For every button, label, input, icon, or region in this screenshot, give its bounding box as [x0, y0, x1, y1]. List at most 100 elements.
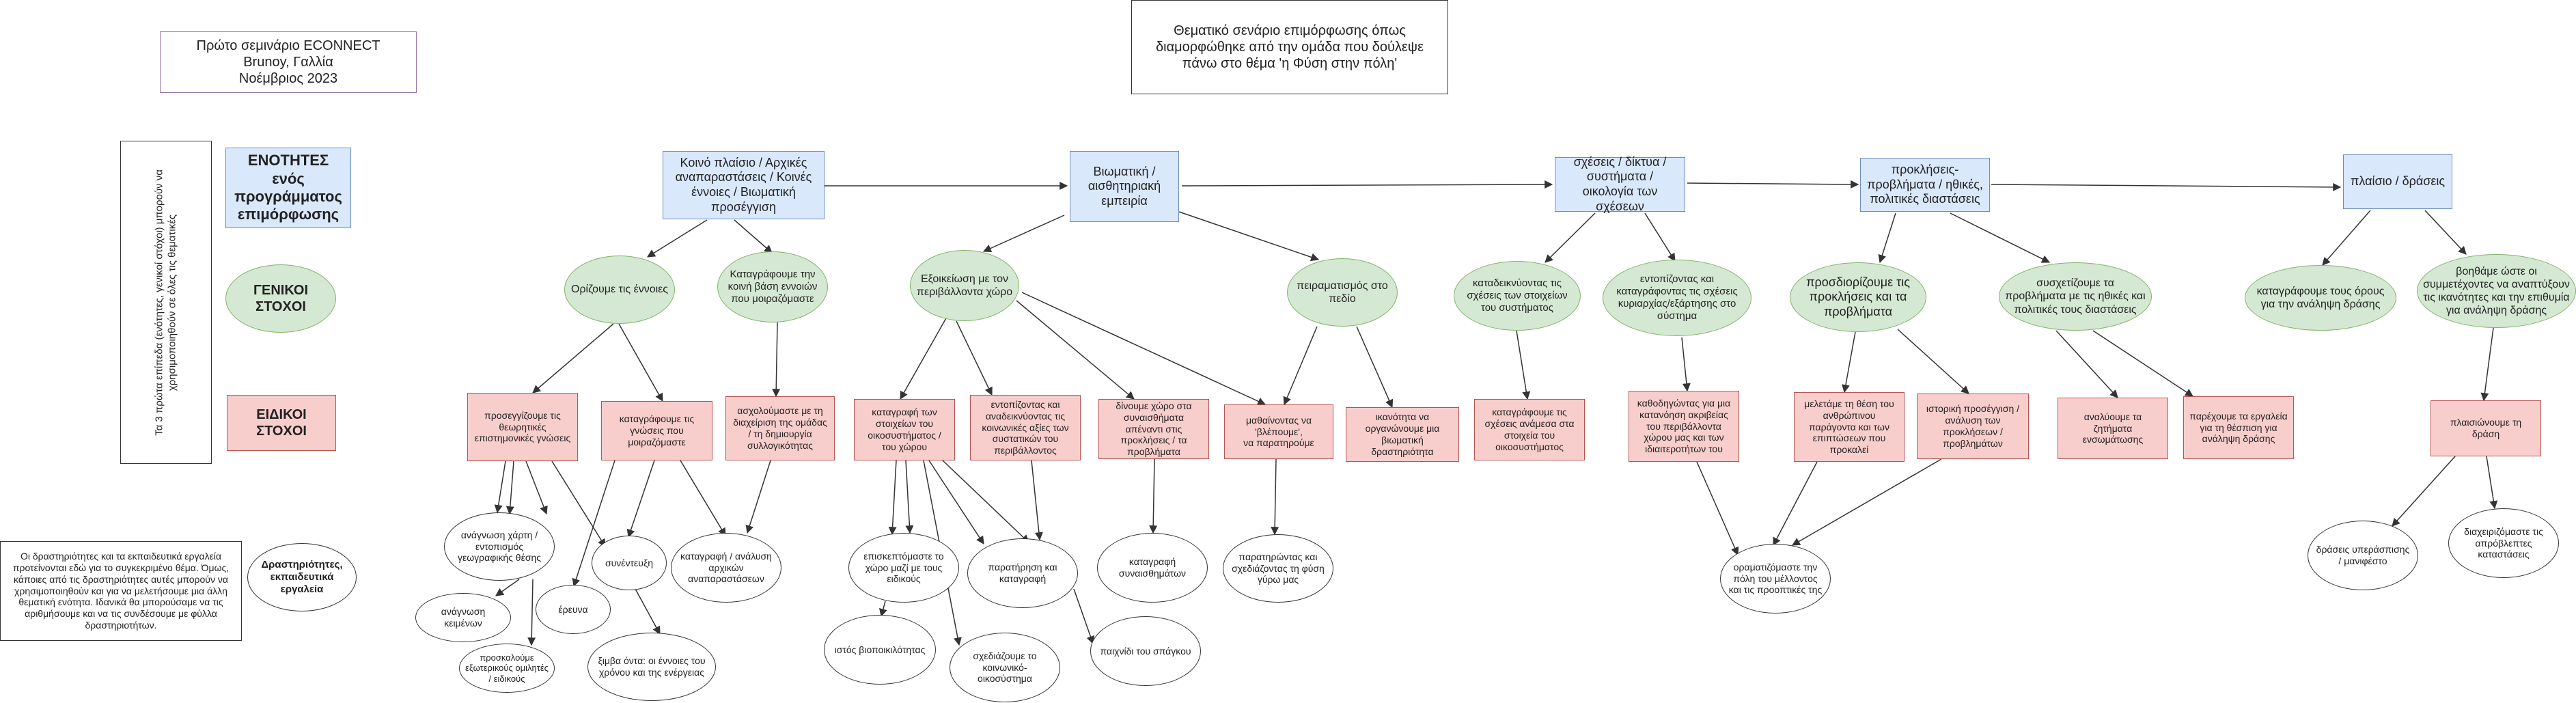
- connector-arrow: [772, 322, 781, 398]
- activity-string-game: παιχνίδι του σπάγκου: [1090, 616, 1201, 686]
- connector-arrow: [928, 460, 984, 545]
- legend-modules: ΕΝΟΤΗΤΕΣ ενός προγράμματος επιμόρφωσης: [225, 148, 351, 228]
- goal-ethical-political: συσχετίζουμε τα προβλήματα με τις ηθικές…: [1999, 262, 2152, 331]
- specific-integration-issues: αναλύουμε τα ζητήματα ενσωμάτωσης: [2058, 398, 2168, 459]
- connector-arrow: [1181, 180, 1553, 189]
- connector-arrow: [1842, 331, 1856, 394]
- connector-arrow: [525, 460, 548, 515]
- connector-arrow: [1897, 329, 1969, 394]
- specific-action-tools: παρέχουμε τα εργαλεία για τη θέσπιση για…: [2183, 396, 2294, 459]
- legend-activities: Δραστηριότητες, εκπαιδευτικά εργαλεία: [247, 543, 357, 611]
- connector-arrow: [942, 460, 1029, 543]
- connector-arrow: [982, 215, 1065, 253]
- connector-arrow: [1271, 458, 1279, 536]
- connector-arrow: [1878, 212, 1896, 264]
- legend-activities-note: Οι δραστηριότητες και τα εκπαιδευτικά ερ…: [0, 541, 242, 641]
- connector-arrow: [2092, 330, 2194, 397]
- specific-frame-action: πλαισιώνουμε τη δράση: [2430, 400, 2541, 456]
- specific-historical-approach: ιστορική προσέγγιση / ανάλυση των προκλή…: [1917, 394, 2029, 459]
- activity-unexpected-situations: διαχειριζόμαστε τις απρόβλεπτες καταστάσ…: [2448, 508, 2559, 578]
- connector-arrow: [527, 579, 536, 646]
- goal-define-concepts: Ορίζουμε τις έννοιες: [564, 256, 675, 324]
- connector-arrow: [1031, 460, 1043, 541]
- activity-nature-drawing: παρατηρώντας και σχεδιάζοντας τη φύση γύ…: [1223, 534, 1333, 603]
- connector-arrow: [734, 219, 773, 253]
- activity-interview: συνέντευξη: [592, 536, 667, 590]
- connector-arrow: [2480, 327, 2494, 402]
- legend-vertical-note: Τα 3 πρώτα επίπεδα (ενότητες, γενικοί στ…: [120, 141, 212, 464]
- connector-arrow: [1791, 458, 1942, 546]
- goal-develop-capabilities: βοηθάμε ώστε οι συμμετέχοντες να αναπτύξ…: [2417, 254, 2576, 328]
- legend-general-goals: ΓΕΝΙΚΟΙ ΣΤΟΧΟΙ: [225, 264, 336, 333]
- specific-group-management: ασχολούμαστε με τη διαχείριση της ομάδας…: [725, 396, 835, 460]
- goal-common-concepts: Καταγράφουμε την κοινή βάση εννοιών που …: [717, 251, 828, 322]
- specific-scientific-knowledge: προσεγγίζουμε τις θεωρητικές επιστημονικ…: [467, 393, 578, 461]
- activity-map-reading: ανάγνωση χάρτη / εντοπισμός γεωγραφικής …: [444, 512, 555, 581]
- specific-learn-to-see: μαθαίνοντας να 'βλέπουμε', να παρατηρούμ…: [1224, 404, 1333, 459]
- connector-arrow: [680, 460, 726, 537]
- connector-arrow: [905, 460, 914, 534]
- seminar-info: Πρώτο σεμινάριο ECONNECT Brunoy, Γαλλία …: [160, 31, 417, 93]
- specific-ecosystem-relations: καταγράφουμε τις σχέσεις ανάμεσα στα στο…: [1474, 399, 1585, 460]
- activity-text-reading: ανάγνωση κειμένων: [415, 593, 511, 642]
- activity-time-energy: ξιμβα όντα: οι έννοιες του χρόνου και τη…: [587, 633, 716, 701]
- module-sensory-experience: Βιωματική / αισθητηριακή εμπειρία: [1070, 151, 1179, 222]
- activity-biodiversity-web: ιστός βιοποικιλότητας: [824, 615, 936, 685]
- connector-arrow: [1644, 212, 1676, 262]
- specific-shared-knowledge: καταγράφουμε τις γνώσεις που μοιραζόμαστ…: [601, 401, 712, 460]
- connector-arrow: [1021, 292, 1266, 405]
- connector-arrow: [1356, 326, 1394, 409]
- module-challenges: προκλήσεις-προβλήματα / ηθικές, πολιτικέ…: [1860, 158, 1990, 212]
- connector-arrow: [745, 460, 771, 534]
- connector-arrow: [1773, 461, 1818, 547]
- connector-arrow: [635, 588, 661, 635]
- connector-arrow: [2392, 456, 2456, 527]
- goal-dominance-relations: εντοπίζοντας και καταγράφοντας τις σχέσε…: [1603, 260, 1751, 336]
- connector-arrow: [956, 320, 993, 396]
- goal-field-experiment: πειραματισμός στο πεδίο: [1287, 258, 1398, 327]
- activity-future-city: οραματιζόμαστε την πόλη του μέλλοντος κα…: [1720, 544, 1831, 614]
- activity-research: έρευνα: [536, 585, 611, 634]
- connector-arrow: [1687, 180, 1859, 189]
- specific-organize-activity: ικανότητα να οργανώνουμε μια βιωματική δ…: [1346, 407, 1459, 462]
- connector-arrow: [1516, 330, 1531, 400]
- specific-ecosystem-recording: καταγραφή των στοιχείων του οικοσυστήματ…: [854, 399, 955, 460]
- activity-initial-representations: καταγραφή / ανάλυση αρχικών αναπαραστάσε…: [671, 533, 781, 603]
- goal-identify-challenges: προσδιορίζουμε τις προκλήσεις και τα προ…: [1790, 262, 1926, 332]
- connector-arrow: [494, 460, 506, 514]
- connector-arrow: [626, 460, 655, 538]
- specific-precise-understanding: καθοδηγώντας για μια κατανόηση ακριβείας…: [1629, 391, 1739, 462]
- goal-system-relations: καταδεικνύοντας τις σχέσεις των στοιχείω…: [1454, 261, 1581, 331]
- activity-observation: παρατήρηση και καταγραφή: [967, 538, 1078, 608]
- connector-arrow: [646, 219, 708, 258]
- connector-arrow: [2424, 210, 2467, 255]
- module-common-framework: Κοινό πλαίσιο / Αρχικές αναπαραστάσεις /…: [663, 151, 825, 219]
- module-framework-actions: πλαίσιο / δράσεις: [2343, 154, 2452, 209]
- connector-arrow: [1545, 212, 1596, 263]
- activity-advocacy-manifesto: δράσεις υπεράσπισης / μανιφέστο: [2308, 521, 2418, 590]
- connector-arrow: [879, 601, 887, 618]
- connector-arrow: [2486, 456, 2498, 510]
- connector-arrow: [1950, 212, 2051, 263]
- connector-arrow: [1016, 300, 1135, 400]
- connector-arrow: [618, 323, 663, 402]
- connector-arrow: [1696, 461, 1739, 556]
- activity-emotions-recording: καταγραφή συναισθημάτων: [1097, 533, 1208, 603]
- connector-arrow: [1681, 337, 1691, 392]
- specific-social-values: εντοπίζοντας και αναδεικνύοντας τις κοιν…: [970, 395, 1081, 460]
- connector-arrow: [1283, 326, 1318, 406]
- connector-arrow: [505, 460, 514, 515]
- goal-familiarization: Εξοικείωση με τον περιβάλλοντα χώρο: [910, 250, 1019, 321]
- connector-arrow: [2322, 210, 2371, 266]
- diagram-title: Θεματικό σενάριο επιμόρφωσης όπως διαμορ…: [1131, 0, 1448, 94]
- connector-arrow: [1991, 182, 2342, 191]
- activity-social-ecosystem: σχεδιάζουμε το κοινωνικό-οικοσύστημα: [950, 633, 1060, 702]
- connector-arrow: [2055, 330, 2118, 398]
- goal-action-conditions: καταγράφουμε τους όρους για την ανάληψη …: [2245, 265, 2396, 331]
- connector-arrow: [532, 323, 614, 394]
- connector-arrow: [1178, 211, 1320, 262]
- connector-arrow: [495, 579, 520, 596]
- connector-arrow: [888, 460, 897, 536]
